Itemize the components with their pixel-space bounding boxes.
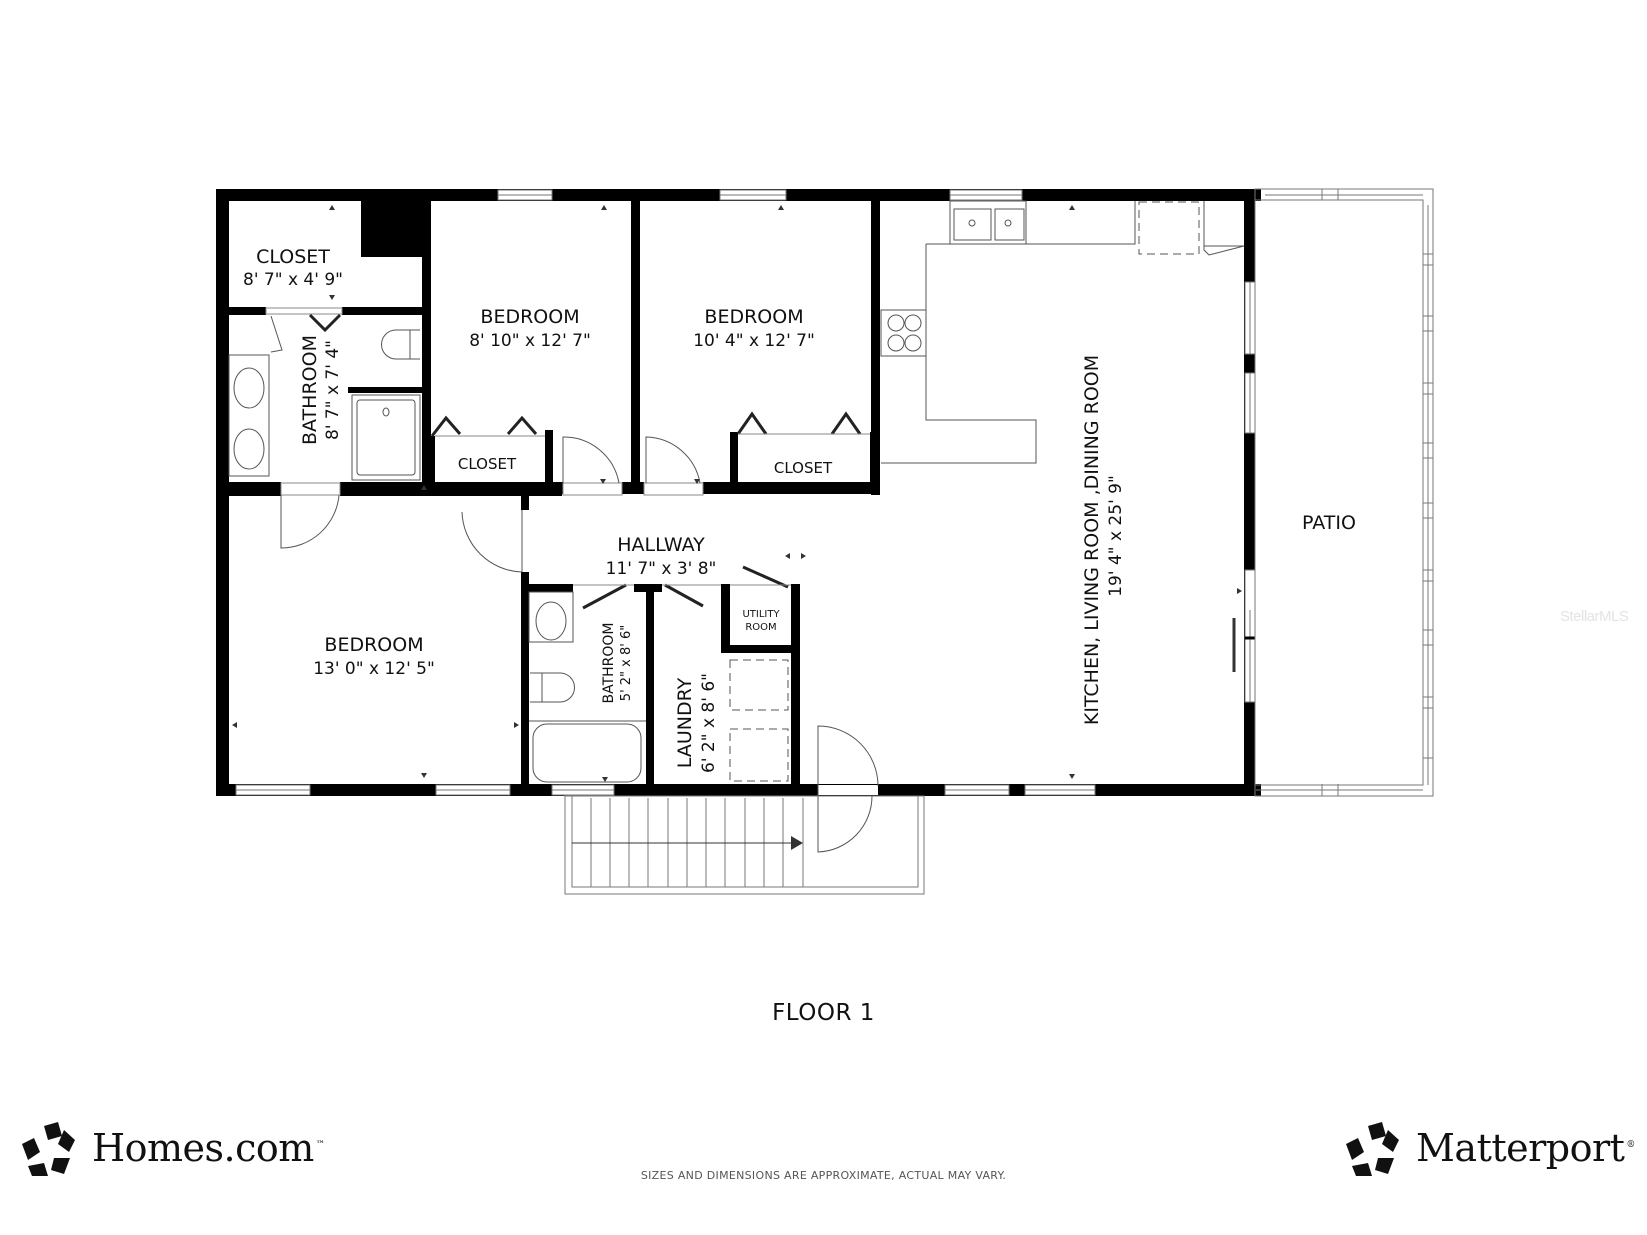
room-name-bedroom-1: BEDROOM — [324, 634, 423, 656]
room-name-closet-2: CLOSET — [458, 455, 517, 473]
room-name-laundry: LAUNDRY — [674, 677, 696, 768]
bifold-doors — [308, 313, 862, 610]
room-dims-bedroom-1: 13' 0" x 12' 5" — [313, 659, 435, 679]
matterport-logo: Matterport® — [1342, 1118, 1635, 1178]
room-dims-laundry: 6' 2" x 8' 6" — [699, 673, 719, 773]
matterport-star-icon — [1346, 1122, 1399, 1176]
room-name-hallway: HALLWAY — [617, 534, 705, 556]
floor-title: FLOOR 1 — [772, 1000, 875, 1026]
room-dims-bedroom-2: 8' 10" x 12' 7" — [469, 331, 591, 351]
room-name-closet-3: CLOSET — [774, 459, 833, 477]
stellarmls-watermark: StellarMLS — [1560, 608, 1629, 625]
room-name-utility-1: UTILITY — [742, 609, 780, 620]
room-labels: CLOSET 8' 7" x 4' 9" BATHROOM 8' 7" x 7'… — [243, 246, 1356, 773]
room-name-patio: PATIO — [1302, 512, 1356, 534]
room-dims-bedroom-3: 10' 4" x 12' 7" — [693, 331, 815, 351]
room-dims-hallway: 11' 7" x 3' 8" — [606, 559, 717, 579]
matterport-wordmark: Matterport® — [1416, 1126, 1635, 1170]
doors — [265, 307, 879, 853]
patio-enclosure — [1254, 188, 1434, 797]
closet-door-tracks — [435, 433, 870, 586]
entry-stairs — [564, 795, 925, 895]
dimension-markers — [232, 205, 1242, 782]
room-name-bedroom-3: BEDROOM — [704, 306, 803, 328]
room-name-utility-2: ROOM — [745, 622, 776, 633]
room-name-bathroom-master: BATHROOM — [299, 335, 321, 445]
windows-bottom — [235, 784, 1096, 796]
interior-walls — [216, 189, 880, 790]
disclaimer-text: SIZES AND DIMENSIONS ARE APPROXIMATE, AC… — [640, 1169, 1007, 1182]
room-dims-bathroom-2: 5' 2" x 8' 6" — [619, 625, 634, 701]
windows-top — [497, 189, 1023, 201]
homes-com-star-icon — [22, 1122, 75, 1176]
room-dims-bathroom-master: 8' 7" x 7' 4" — [323, 340, 343, 440]
room-name-closet-master: CLOSET — [256, 246, 330, 268]
room-name-bathroom-2: BATHROOM — [601, 622, 617, 703]
room-dims-kitchen: 19' 4" x 25' 9" — [1106, 475, 1126, 597]
room-name-kitchen: KITCHEN, LIVING ROOM ,DINING ROOM — [1081, 355, 1103, 725]
room-name-bedroom-2: BEDROOM — [480, 306, 579, 328]
fixtures — [228, 200, 1245, 783]
room-dims-closet-master: 8' 7" x 4' 9" — [243, 270, 343, 290]
